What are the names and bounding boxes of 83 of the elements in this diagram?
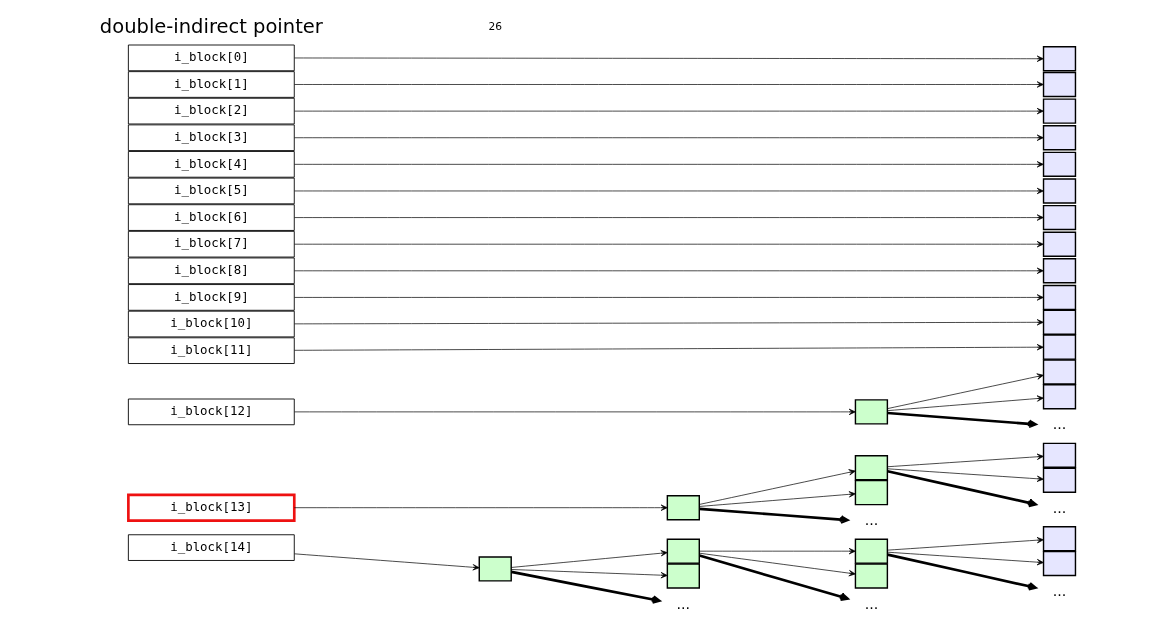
node-box: i_block[14]	[127, 534, 295, 561]
arrow	[886, 395, 1044, 411]
node-box: i_block[5]	[127, 177, 295, 205]
node-box: i_block[10]	[127, 310, 295, 338]
node-box	[1042, 71, 1076, 98]
arrow	[698, 469, 856, 505]
node-box: i_block[1]	[127, 71, 295, 98]
arrow	[293, 107, 1044, 115]
node-box	[478, 556, 512, 582]
node-box	[1042, 309, 1076, 335]
node-box: i_block[9]	[127, 284, 295, 311]
node-box: i_block[6]	[127, 204, 295, 231]
arrow	[886, 553, 1037, 591]
arrow	[698, 548, 856, 555]
node-text: ...	[1052, 499, 1066, 516]
node-box: i_block[11]	[127, 337, 295, 364]
arrow	[886, 551, 1044, 566]
node-box	[854, 399, 888, 425]
arrow	[293, 504, 668, 511]
arrow	[510, 569, 668, 579]
label: 26	[487, 20, 502, 34]
arrow	[886, 373, 1044, 409]
node-text: ...	[1052, 583, 1066, 600]
arrow	[293, 241, 1044, 248]
arrow	[698, 507, 849, 524]
arrow	[886, 469, 1037, 508]
node-box	[666, 563, 700, 589]
node-box	[1042, 231, 1076, 257]
arrow	[293, 161, 1044, 168]
node-text: ...	[864, 512, 878, 529]
arrow	[293, 319, 1044, 326]
label: double-indirect pointer	[99, 14, 323, 38]
arrow	[293, 408, 856, 416]
node-text: ...	[1052, 416, 1066, 433]
arrow	[886, 453, 1044, 468]
node-box	[1042, 442, 1076, 469]
node-box	[1042, 204, 1076, 231]
node-box: i_block[13]	[126, 493, 296, 522]
node-box: i_block[4]	[127, 151, 295, 178]
node-box	[1042, 125, 1076, 151]
node-text: ...	[864, 595, 878, 612]
node-box	[1042, 151, 1076, 178]
node-box: i_block[7]	[127, 230, 295, 258]
node-box	[1042, 467, 1076, 493]
arrow	[886, 411, 1037, 429]
node-box	[854, 538, 888, 564]
arrow	[510, 550, 668, 568]
node-box: i_block[3]	[127, 124, 295, 152]
node-box	[854, 479, 888, 506]
node-box	[1042, 359, 1076, 385]
arrow	[293, 267, 1044, 274]
node-box	[1042, 526, 1076, 552]
node-box	[1042, 258, 1076, 284]
node-box	[1042, 98, 1076, 124]
arrow	[293, 55, 1044, 62]
node-box	[854, 455, 888, 481]
node-box	[1042, 550, 1076, 577]
arrow	[293, 214, 1044, 221]
arrow	[698, 554, 849, 602]
arrow	[293, 294, 1044, 301]
arrow	[293, 187, 1044, 195]
node-box	[1042, 178, 1076, 204]
node-box: i_block[2]	[127, 97, 295, 125]
arrow	[698, 491, 856, 507]
arrow	[886, 468, 1044, 482]
arrow	[293, 134, 1044, 141]
arrow	[510, 570, 661, 604]
arrow	[886, 537, 1044, 551]
node-box	[666, 538, 700, 564]
node-box	[854, 563, 888, 589]
node-box: i_block[12]	[127, 398, 295, 426]
node-box	[1042, 334, 1076, 360]
arrow	[293, 553, 480, 571]
node-box	[1042, 384, 1076, 410]
node-box: i_block[0]	[127, 44, 295, 72]
arrow	[293, 344, 1044, 351]
arrow	[293, 81, 1044, 88]
node-box: i_block[8]	[127, 257, 295, 285]
node-text: ...	[676, 595, 690, 612]
node-box	[666, 495, 700, 521]
node-box	[1042, 284, 1076, 311]
node-box	[1042, 46, 1076, 72]
arrow	[698, 552, 856, 577]
